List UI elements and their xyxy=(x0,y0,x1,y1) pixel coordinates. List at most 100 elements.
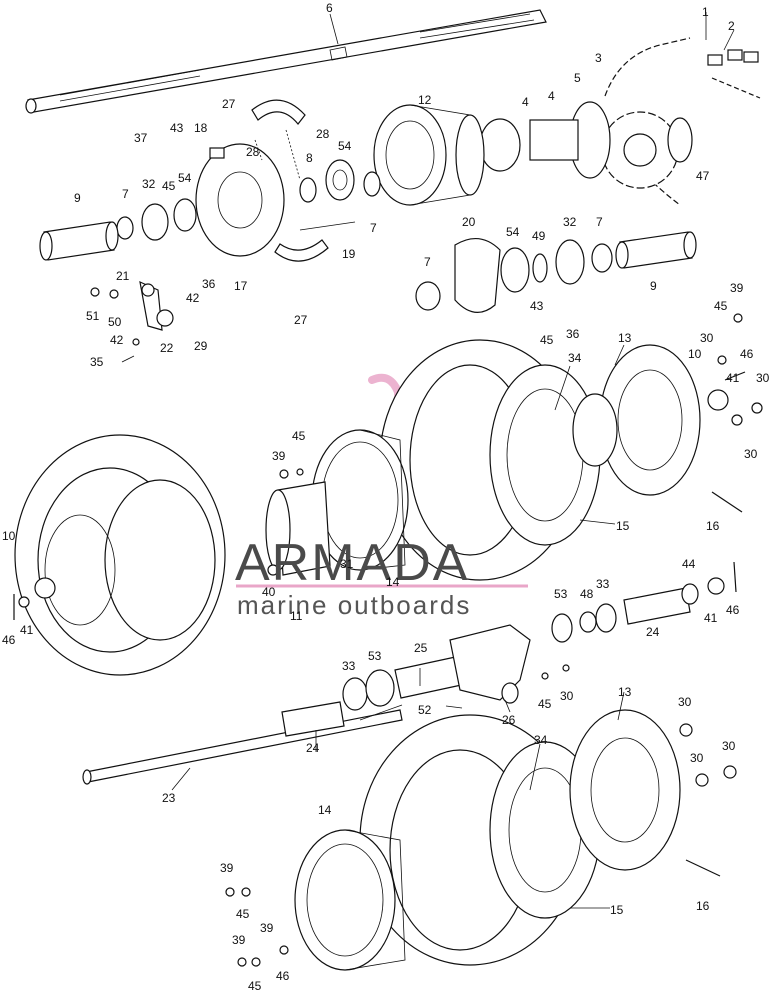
callout-29: 29 xyxy=(194,339,208,353)
callout-31: 31 xyxy=(340,557,354,571)
callout-30: 30 xyxy=(690,751,704,765)
callout-6: 6 xyxy=(326,1,333,15)
callout-30: 30 xyxy=(700,331,714,345)
watermark-tagline: marine outboards xyxy=(237,590,471,620)
callout-11: 11 xyxy=(290,609,303,623)
callout-39: 39 xyxy=(272,449,286,463)
callout-43: 43 xyxy=(170,121,184,135)
callout-30: 30 xyxy=(722,739,736,753)
rear-axle xyxy=(82,561,737,785)
brake-panel xyxy=(195,143,285,257)
watermark-brand: ARMADA xyxy=(235,534,469,592)
callout-3: 3 xyxy=(595,51,602,65)
callout-39: 39 xyxy=(220,861,234,875)
watermark-text: ARMADA marine outboards xyxy=(235,534,528,620)
callout-12: 12 xyxy=(418,93,432,107)
brake-shoes xyxy=(251,99,329,262)
callout-23: 23 xyxy=(162,791,176,805)
callout-47: 47 xyxy=(696,169,710,183)
callout-30: 30 xyxy=(756,371,770,385)
callout-10: 10 xyxy=(2,529,16,543)
callout-45: 45 xyxy=(292,429,306,443)
callout-9: 9 xyxy=(74,191,81,205)
callout-24: 24 xyxy=(646,625,660,639)
callout-45: 45 xyxy=(236,907,250,921)
callout-22: 22 xyxy=(160,341,174,355)
callout-30: 30 xyxy=(744,447,758,461)
leader-lines xyxy=(171,344,625,909)
callout-28: 28 xyxy=(246,145,260,159)
callout-14: 14 xyxy=(386,575,400,589)
callout-7: 7 xyxy=(424,255,431,269)
callout-1: 1 xyxy=(702,5,709,19)
callout-15: 15 xyxy=(610,903,624,917)
callout-16: 16 xyxy=(696,899,710,913)
callout-33: 33 xyxy=(342,659,356,673)
callout-7: 7 xyxy=(370,221,377,235)
callout-25: 25 xyxy=(414,641,428,655)
callout-46: 46 xyxy=(726,603,740,617)
wheel-assembly-upper-right xyxy=(379,313,763,581)
callout-33: 33 xyxy=(596,577,610,591)
callout-21: 21 xyxy=(116,269,130,283)
callout-10: 10 xyxy=(688,347,702,361)
callout-13: 13 xyxy=(618,331,632,345)
callout-19: 19 xyxy=(342,247,356,261)
brake-arm xyxy=(90,280,174,363)
callout-28: 28 xyxy=(316,127,330,141)
callout-20: 20 xyxy=(462,215,476,229)
callout-42: 42 xyxy=(110,333,124,347)
callout-24: 24 xyxy=(306,741,320,755)
callout-7: 7 xyxy=(596,215,603,229)
callout-13: 13 xyxy=(618,685,632,699)
callout-27: 27 xyxy=(222,97,236,111)
callout-44: 44 xyxy=(682,557,696,571)
wheel-assembly-left xyxy=(13,434,226,676)
callout-37: 37 xyxy=(134,131,148,145)
callout-36: 36 xyxy=(566,327,580,341)
callout-53: 53 xyxy=(368,649,382,663)
sprocket-hub xyxy=(479,101,611,179)
callout-36: 36 xyxy=(202,277,216,291)
callout-43: 43 xyxy=(530,299,544,313)
callout-4: 4 xyxy=(522,95,529,109)
callout-2: 2 xyxy=(728,19,735,33)
bearing-set-mid xyxy=(415,231,697,313)
callout-41: 41 xyxy=(704,611,718,625)
callout-40: 40 xyxy=(262,585,276,599)
callout-18: 18 xyxy=(194,121,208,135)
callout-34: 34 xyxy=(568,351,582,365)
callout-45: 45 xyxy=(538,697,552,711)
callout-34: 34 xyxy=(534,733,548,747)
callout-45: 45 xyxy=(162,179,176,193)
brake-drum xyxy=(373,104,485,206)
callout-32: 32 xyxy=(142,177,156,191)
callout-52: 52 xyxy=(418,703,432,717)
callout-51: 51 xyxy=(86,309,100,323)
callout-42: 42 xyxy=(186,291,200,305)
sprocket xyxy=(601,111,693,189)
callout-49: 49 xyxy=(532,229,546,243)
callout-39: 39 xyxy=(730,281,744,295)
axle-shaft xyxy=(25,9,547,114)
callout-17: 17 xyxy=(234,279,248,293)
callout-46: 46 xyxy=(276,969,290,983)
callout-54: 54 xyxy=(506,225,520,239)
callout-35: 35 xyxy=(90,355,104,369)
wheel-hub-middle xyxy=(265,468,331,576)
callout-53: 53 xyxy=(554,587,568,601)
bearing-set-top xyxy=(116,159,381,241)
collar-left xyxy=(39,221,119,261)
callout-41: 41 xyxy=(20,623,34,637)
callout-39: 39 xyxy=(232,933,246,947)
callout-41: 41 xyxy=(726,371,740,385)
wheel-assembly-lower xyxy=(225,709,737,971)
callout-16: 16 xyxy=(706,519,720,533)
callout-labels: 1 2 3 4 4 5 6 7 7 7 7 8 9 9 10 10 11 12 … xyxy=(2,1,770,993)
callout-30: 30 xyxy=(678,695,692,709)
callout-5: 5 xyxy=(574,71,581,85)
callout-8: 8 xyxy=(306,151,313,165)
callout-46: 46 xyxy=(740,347,754,361)
callout-26: 26 xyxy=(502,713,516,727)
